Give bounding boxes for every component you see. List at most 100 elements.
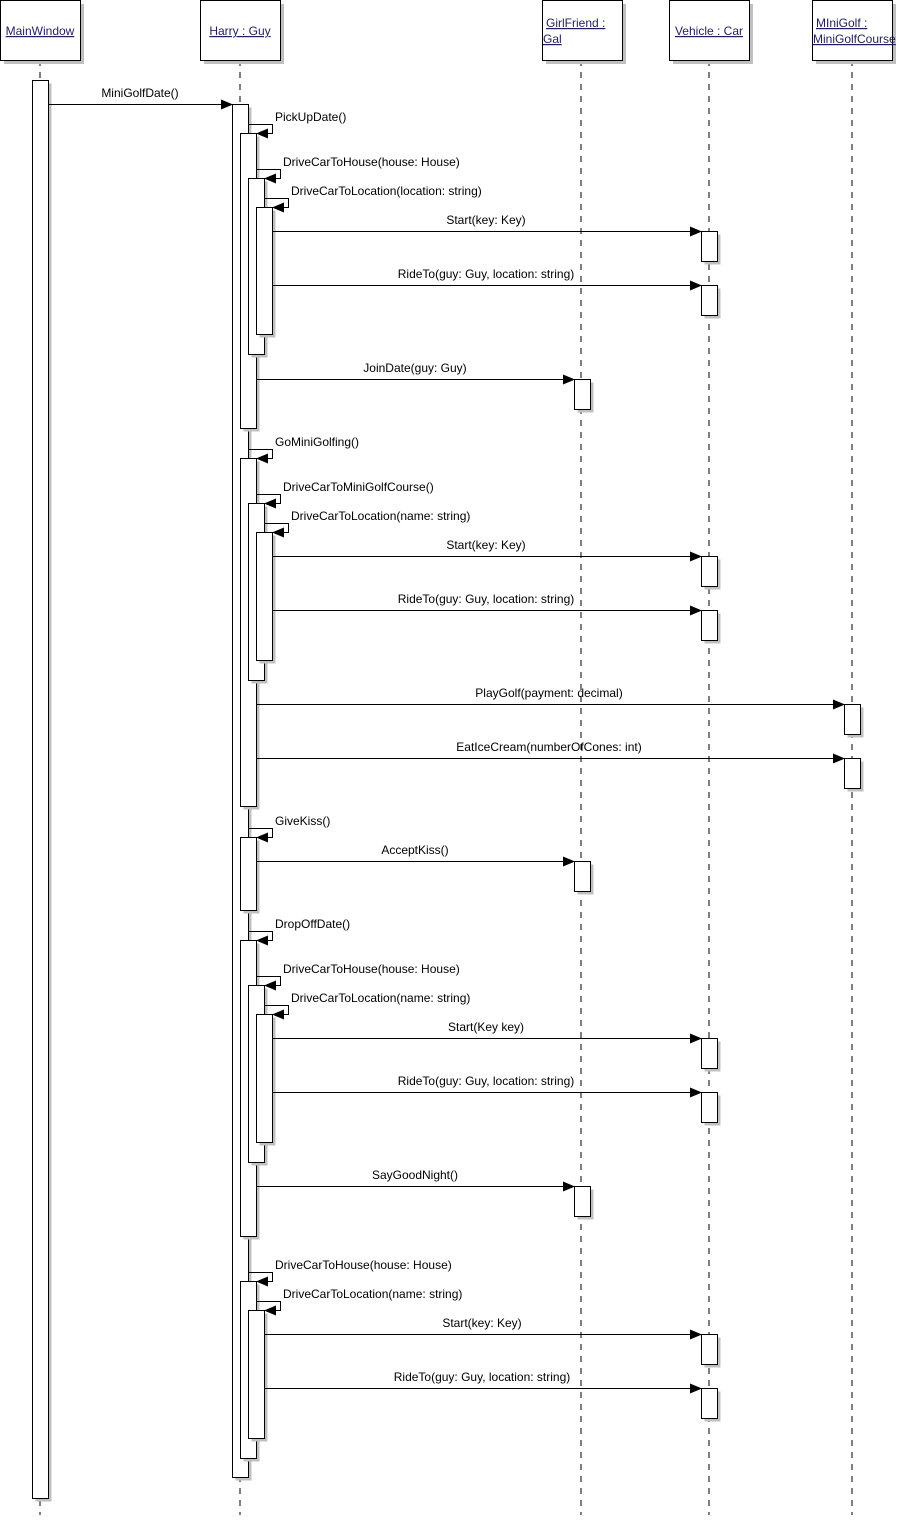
message-gf[interactable]: AcceptKiss() [257, 843, 575, 867]
self-message[interactable]: DriveCarToHouse(house: House) [257, 962, 460, 991]
self-message[interactable]: DriveCarToHouse(house: House) [249, 1258, 452, 1287]
self-message-arrow [265, 1005, 289, 1020]
activation-box[interactable] [701, 610, 718, 641]
activation-box[interactable] [574, 1186, 591, 1217]
message-label: DriveCarToLocation(location: string) [291, 184, 482, 198]
message-car[interactable]: Start(key: Key) [273, 538, 702, 562]
activation-box[interactable] [701, 285, 718, 316]
self-message-arrow [249, 828, 273, 843]
activation-bar-car [701, 285, 721, 319]
message-label: DriveCarToHouse(house: House) [283, 155, 460, 169]
message-golf[interactable]: EatIceCream(numberOfCones: int) [257, 740, 845, 764]
self-message[interactable]: PickUpDate() [249, 110, 346, 139]
activation-box[interactable] [701, 231, 718, 262]
message-label: Start(key: Key) [446, 213, 525, 227]
activation-bar-harry [256, 1014, 276, 1146]
message-label: RideTo(guy: Guy, location: string) [398, 592, 575, 606]
lifeline-car: Vehicle : Car [669, 0, 753, 1515]
activation-box[interactable] [240, 837, 257, 911]
activation-bar-gf [574, 379, 594, 413]
activation-bar-main [32, 80, 52, 1502]
message-label: DriveCarToLocation(name: string) [291, 509, 470, 523]
activation-bar-car [701, 1092, 721, 1126]
message-label: DropOffDate() [275, 917, 350, 931]
message-car[interactable]: Start(Key key) [273, 1020, 702, 1044]
activation-box[interactable] [701, 1388, 718, 1419]
message-gf[interactable]: SayGoodNight() [257, 1168, 575, 1192]
lifeline-title: GirlFriend : [546, 16, 605, 30]
lifeline-head-box[interactable] [200, 0, 281, 61]
self-message[interactable]: DriveCarToLocation(name: string) [257, 1287, 462, 1316]
message-car[interactable]: RideTo(guy: Guy, location: string) [273, 1074, 702, 1098]
activation-bar-car [701, 1038, 721, 1072]
lifeline-title: MIniGolf : [816, 16, 867, 30]
activation-box[interactable] [574, 861, 591, 892]
message-label: RideTo(guy: Guy, location: string) [398, 267, 575, 281]
activation-box[interactable] [256, 207, 273, 335]
message-label: GoMiniGolfing() [275, 435, 359, 449]
message-harry[interactable]: MiniGolfDate() [49, 86, 233, 110]
message-label: MiniGolfDate() [101, 86, 178, 100]
message-label: EatIceCream(numberOfCones: int) [456, 740, 641, 754]
self-message-arrow [249, 449, 273, 464]
activation-box[interactable] [701, 1334, 718, 1365]
self-message[interactable]: DriveCarToLocation(location: string) [265, 184, 482, 213]
lifeline-title: MainWindow [6, 24, 75, 38]
message-label: SayGoodNight() [372, 1168, 458, 1182]
self-message[interactable]: GiveKiss() [249, 814, 330, 843]
lifeline-head-box[interactable] [542, 0, 623, 61]
lifeline-title: Gal [543, 32, 562, 46]
lifeline-head-box[interactable] [0, 0, 81, 61]
self-message-arrow [257, 976, 281, 991]
activation-box[interactable] [256, 1014, 273, 1143]
message-label: AcceptKiss() [381, 843, 448, 857]
self-message[interactable]: DriveCarToMiniGolfCourse() [257, 480, 434, 509]
activation-box[interactable] [256, 532, 273, 661]
message-label: PlayGolf(payment: decimal) [475, 686, 622, 700]
activation-bar-golf [844, 704, 864, 738]
self-message[interactable]: DriveCarToLocation(name: string) [265, 509, 470, 538]
message-car[interactable]: Start(key: Key) [265, 1316, 702, 1340]
message-car[interactable]: Start(key: Key) [273, 213, 702, 237]
self-message[interactable]: DriveCarToLocation(name: string) [265, 991, 470, 1020]
self-message[interactable]: GoMiniGolfing() [249, 435, 359, 464]
activation-box[interactable] [844, 704, 861, 735]
self-message[interactable]: DriveCarToHouse(house: House) [257, 155, 460, 184]
activation-box[interactable] [701, 1038, 718, 1069]
activation-box[interactable] [32, 80, 49, 1499]
activation-box[interactable] [701, 1092, 718, 1123]
self-message-arrow [257, 1301, 281, 1316]
self-message[interactable]: DropOffDate() [249, 917, 350, 946]
lifeline-title: Harry : Guy [209, 24, 270, 38]
activation-bar-car [701, 556, 721, 590]
lifeline-head-box[interactable] [669, 0, 750, 61]
activation-bar-car [701, 610, 721, 644]
message-label: PickUpDate() [275, 110, 346, 124]
activation-bar-car [701, 1334, 721, 1368]
message-label: DriveCarToHouse(house: House) [283, 962, 460, 976]
self-message-arrow [249, 931, 273, 946]
activation-box[interactable] [844, 758, 861, 789]
message-car[interactable]: RideTo(guy: Guy, location: string) [265, 1370, 702, 1394]
message-label: RideTo(guy: Guy, location: string) [398, 1074, 575, 1088]
self-message-arrow [249, 124, 273, 139]
lifeline-golf: MIniGolf :MiniGolfCourse [812, 0, 896, 1515]
lifeline-head-box[interactable] [812, 0, 893, 61]
activation-box[interactable] [701, 556, 718, 587]
activation-box[interactable] [574, 379, 591, 410]
message-golf[interactable]: PlayGolf(payment: decimal) [257, 686, 845, 710]
activation-bar-gf [574, 861, 594, 895]
lifeline-gf: GirlFriend : Gal [542, 0, 626, 1515]
activation-bar-harry [256, 532, 276, 664]
activation-box[interactable] [248, 1310, 265, 1439]
message-label: RideTo(guy: Guy, location: string) [394, 1370, 571, 1384]
message-label: DriveCarToLocation(name: string) [291, 991, 470, 1005]
activation-bar-harry [248, 1310, 268, 1442]
self-message-arrow [249, 1272, 273, 1287]
message-car[interactable]: RideTo(guy: Guy, location: string) [273, 267, 702, 291]
activation-bar-gf [574, 1186, 594, 1220]
message-gf[interactable]: JoinDate(guy: Guy) [257, 361, 575, 385]
activation-bar-golf [844, 758, 864, 792]
lifeline-main: MainWindow [0, 0, 84, 1515]
message-car[interactable]: RideTo(guy: Guy, location: string) [273, 592, 702, 616]
